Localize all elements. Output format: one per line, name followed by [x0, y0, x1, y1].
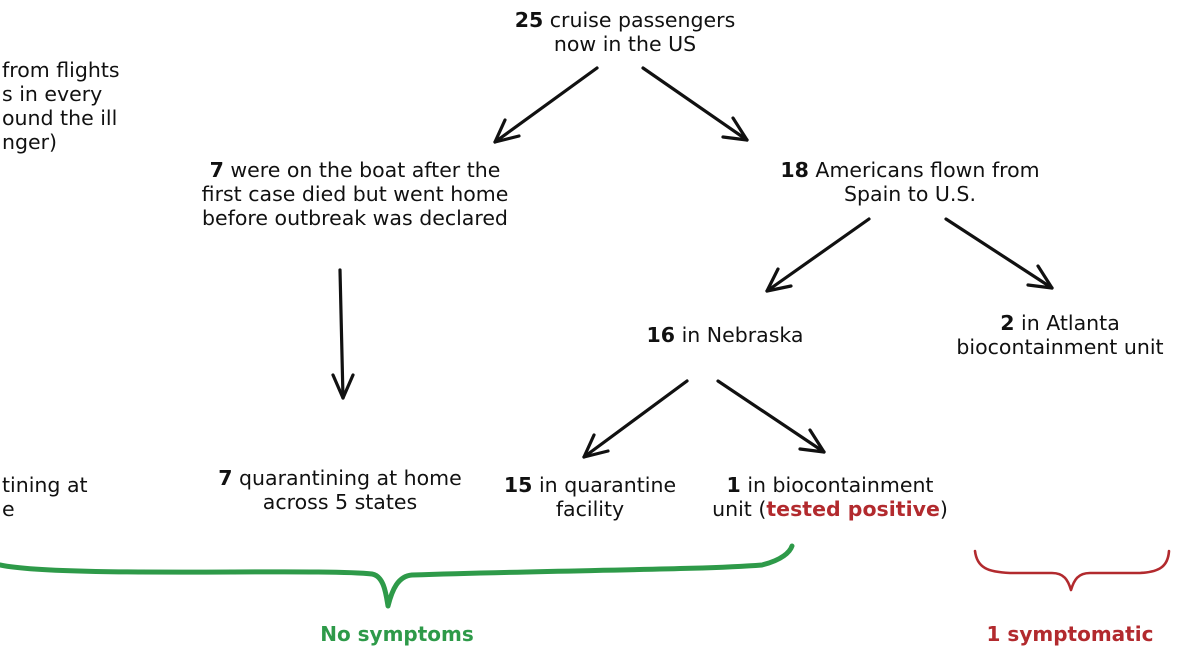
tested-positive-text: tested positive: [766, 497, 940, 521]
count-boat: 7: [209, 158, 224, 182]
left-partial-line3: ound the ill: [2, 106, 118, 130]
left-partial-line2: s in every: [2, 82, 103, 106]
node-boat: 7 were on the boat after the first case …: [170, 158, 540, 230]
node-biocontainment: 1 in biocontainment unit (tested positiv…: [700, 473, 960, 521]
home-line2: across 5 states: [262, 490, 418, 514]
biocontainment-line2-pre: unit (: [712, 497, 767, 521]
count-nebraska: 16: [646, 323, 676, 347]
root-line2: now in the US: [553, 32, 697, 56]
nebraska-text: in Nebraska: [681, 323, 804, 347]
arrow-nebraska-to-quarantine: [582, 379, 689, 459]
quarantine-line1: in quarantine: [538, 473, 677, 497]
label-no-symptoms: No symptoms: [320, 622, 474, 646]
biocontainment-line1: in biocontainment: [747, 473, 934, 497]
left-bottom-line1: tining at: [2, 473, 88, 497]
atlanta-line1: in Atlanta: [1021, 311, 1120, 335]
node-left-partial: from flights s in every ound the ill nge…: [2, 58, 162, 154]
brace-symptomatic: [973, 549, 1171, 592]
atlanta-line2: biocontainment unit: [956, 335, 1164, 359]
node-root: 25 cruise passengers now in the US: [480, 8, 770, 56]
brace-no-symptoms: [0, 543, 795, 609]
left-partial-line4: nger): [2, 130, 58, 154]
arrow-americans-to-atlanta: [944, 217, 1054, 290]
node-americans: 18 Americans flown from Spain to U.S.: [755, 158, 1065, 206]
arrow-root-to-boat: [493, 66, 599, 144]
quarantine-line2: facility: [555, 497, 625, 521]
node-nebraska: 16 in Nebraska: [620, 323, 830, 347]
count-americans: 18: [780, 158, 809, 182]
node-atlanta: 2 in Atlanta biocontainment unit: [935, 311, 1185, 359]
count-home: 7: [218, 466, 233, 490]
americans-line2: Spain to U.S.: [844, 182, 976, 206]
node-left-bottom-partial: tining at e: [2, 473, 112, 521]
arrow-nebraska-to-biocontainment: [716, 379, 826, 454]
count-root: 25: [514, 8, 544, 32]
count-quarantine: 15: [503, 473, 533, 497]
count-biocontainment: 1: [726, 473, 741, 497]
root-line1: cruise passengers: [549, 8, 736, 32]
node-home: 7 quarantining at home across 5 states: [195, 466, 485, 514]
americans-line1: Americans flown from: [815, 158, 1040, 182]
left-bottom-line2: e: [2, 497, 15, 521]
arrow-root-to-americans: [641, 66, 749, 142]
boat-line1: were on the boat after the: [230, 158, 501, 182]
label-symptomatic: 1 symptomatic: [986, 622, 1154, 646]
boat-line2: first case died but went home: [201, 182, 509, 206]
arrow-americans-to-nebraska: [765, 217, 871, 293]
arrow-boat-to-home: [331, 268, 355, 400]
biocontainment-line2-post: ): [939, 497, 948, 521]
boat-line3: before outbreak was declared: [202, 206, 508, 230]
node-quarantine: 15 in quarantine facility: [490, 473, 690, 521]
home-line1: quarantining at home: [239, 466, 462, 490]
count-atlanta: 2: [1000, 311, 1015, 335]
left-partial-line1: from flights: [2, 58, 120, 82]
